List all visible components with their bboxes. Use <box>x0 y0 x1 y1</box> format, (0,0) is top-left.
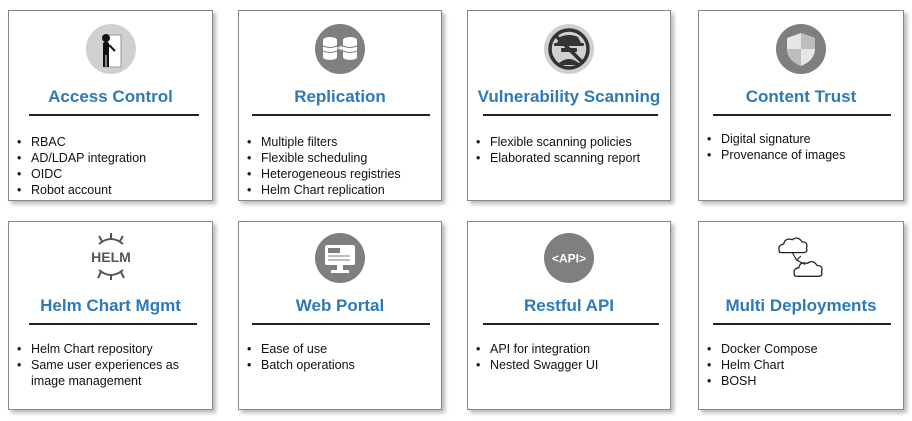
database-replication-icon <box>315 24 365 74</box>
list-item: Helm Chart repository <box>17 341 179 357</box>
list-item: Same user experiences as <box>17 357 179 373</box>
list-item: API for integration <box>476 341 598 357</box>
list-item: Nested Swagger UI <box>476 357 598 373</box>
feature-list: Digital signature Provenance of images <box>707 131 845 163</box>
title-underline <box>252 323 430 325</box>
clouds-icon <box>778 237 823 277</box>
list-item: Elaborated scanning report <box>476 150 640 166</box>
title-underline <box>713 323 891 325</box>
list-item: Ease of use <box>247 341 355 357</box>
card-title: Multi Deployments <box>725 296 877 315</box>
card-title: Replication <box>294 87 386 106</box>
list-item: OIDC <box>17 166 146 182</box>
list-item: Provenance of images <box>707 147 845 163</box>
person-door-icon <box>85 24 136 74</box>
card-multi-deployments: Multi Deployments Docker Compose Helm Ch… <box>698 221 904 410</box>
list-item: Robot account <box>17 182 146 198</box>
feature-list: API for integration Nested Swagger UI <box>476 341 598 373</box>
list-item: BOSH <box>707 373 818 389</box>
card-title: Helm Chart Mgmt <box>40 296 181 315</box>
card-title: Web Portal <box>295 296 385 315</box>
title-underline <box>252 114 430 116</box>
list-item: Digital signature <box>707 131 845 147</box>
title-underline <box>29 323 197 325</box>
title-underline <box>29 114 199 116</box>
list-item: image management <box>31 374 142 388</box>
card-content-trust: Content Trust Digital signature Provenan… <box>698 10 904 201</box>
no-hacker-icon <box>544 24 594 74</box>
list-item: Helm Chart <box>707 357 818 373</box>
card-title: Vulnerability Scanning <box>477 87 661 106</box>
card-restful-api: <API> Restful API API for integration Ne… <box>467 221 671 410</box>
title-underline <box>483 114 658 116</box>
feature-list: Helm Chart repository Same user experien… <box>17 341 179 389</box>
list-item: Docker Compose <box>707 341 818 357</box>
list-item: Batch operations <box>247 357 355 373</box>
list-item: Flexible scanning policies <box>476 134 640 150</box>
feature-list: RBAC AD/LDAP integration OIDC Robot acco… <box>17 134 146 198</box>
shield-icon <box>776 24 826 74</box>
card-helm-chart-mgmt: HELM Helm Chart Mgmt Helm Chart reposito… <box>8 221 213 410</box>
title-underline <box>483 323 659 325</box>
card-access-control: Access Control RBAC AD/LDAP integration … <box>8 10 213 201</box>
card-replication: Replication Multiple filters Flexible sc… <box>238 10 442 201</box>
card-vulnerability-scanning: Vulnerability Scanning Flexible scanning… <box>467 10 671 201</box>
list-item: Flexible scheduling <box>247 150 401 166</box>
feature-list: Multiple filters Flexible scheduling Het… <box>247 134 401 198</box>
card-title: Restful API <box>523 296 615 315</box>
feature-list: Flexible scanning policies Elaborated sc… <box>476 134 640 166</box>
list-item: Heterogeneous registries <box>247 166 401 182</box>
feature-list: Docker Compose Helm Chart BOSH <box>707 341 818 389</box>
list-item: Helm Chart replication <box>247 182 401 198</box>
card-web-portal: Web Portal Ease of use Batch operations <box>238 221 442 410</box>
card-title: Access Control <box>48 87 173 106</box>
svg-text:<API>: <API> <box>552 252 586 266</box>
monitor-icon <box>315 233 365 283</box>
list-item: AD/LDAP integration <box>17 150 146 166</box>
card-title: Content Trust <box>745 87 857 106</box>
api-icon: <API> <box>544 233 594 283</box>
list-item: Multiple filters <box>247 134 401 150</box>
svg-text:HELM: HELM <box>91 249 131 265</box>
title-underline <box>713 114 891 116</box>
list-item: RBAC <box>17 134 146 150</box>
feature-list: Ease of use Batch operations <box>247 341 355 373</box>
helm-icon: HELM <box>91 233 131 280</box>
